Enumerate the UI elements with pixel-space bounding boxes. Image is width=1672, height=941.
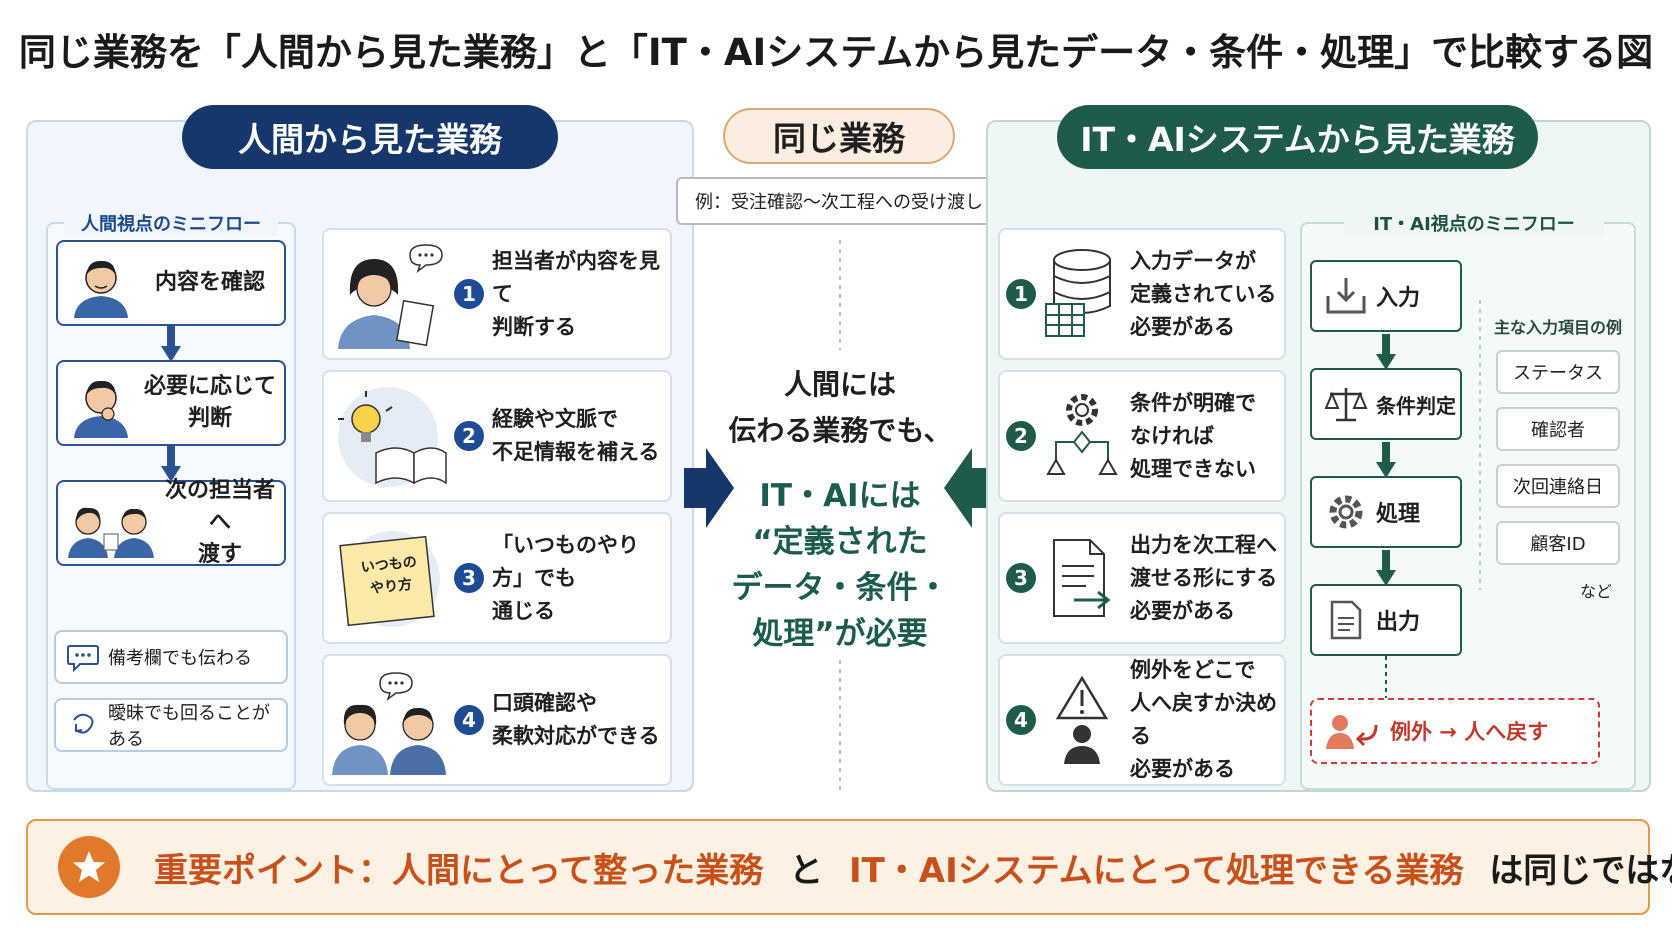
center-dotted-line	[839, 240, 841, 350]
human-view-header: 人間から見た業務	[182, 105, 558, 169]
step-number-badge: 1	[1006, 279, 1036, 309]
key-point-part: と	[789, 850, 824, 891]
input-items-etc: など	[1580, 582, 1613, 601]
right-pointing-arrow-icon	[684, 448, 734, 528]
center-human-text: 人間には 伝わる業務でも、	[728, 368, 952, 447]
key-point-part: IT・AIシステムにとって処理できる業務	[848, 850, 1464, 891]
human-card-4: 4 口頭確認や 柔軟対応ができる	[322, 654, 672, 786]
input-item: 顧客ID	[1496, 521, 1620, 565]
down-arrow-icon	[1376, 550, 1396, 586]
lightbulb-book-icon	[338, 387, 447, 487]
ai-flow-step-label: 入力	[1376, 286, 1421, 311]
human-flow-step-label: 内容を確認	[154, 270, 265, 295]
loop-arrow-icon	[73, 713, 94, 734]
input-items-title: 主な入力項目の例	[1493, 318, 1622, 337]
input-item: 確認者	[1496, 407, 1620, 451]
ai-card-text: 出力を次工程へ 渡せる形にする 必要がある	[1130, 532, 1278, 623]
gear-icon	[1329, 495, 1363, 529]
down-arrow-icon	[161, 326, 181, 362]
ai-mini-flow-title: IT・AI視点のミニフロー	[1344, 210, 1604, 236]
key-point-part: は同じではない	[1489, 850, 1672, 891]
conversation-people-icon	[332, 672, 446, 775]
human-mini-flow-title: 人間視点のミニフロー	[64, 210, 278, 236]
input-item: ステータス	[1496, 350, 1620, 394]
human-card-text: 「いつものやり方」でも 通じる	[492, 532, 639, 623]
note-remarks: 備考欄でも伝わる	[54, 630, 288, 684]
document-output-icon	[1053, 539, 1111, 617]
step-number-badge: 4	[454, 705, 484, 735]
human-card-text: 口頭確認や 柔軟対応ができる	[492, 691, 660, 748]
gear-decision-icon	[1046, 394, 1118, 475]
down-arrow-icon	[1376, 442, 1396, 478]
dashed-connector	[1385, 656, 1387, 698]
ai-flow-step-process: 処理	[1310, 476, 1462, 548]
note-label: 備考欄でも伝わる	[108, 648, 252, 669]
step-number-badge: 3	[1006, 563, 1036, 593]
ai-flow-step-label: 条件判定	[1376, 393, 1456, 418]
example-box: 例：受注確認〜次工程への受け渡し	[676, 177, 1002, 225]
handover-people-icon	[68, 507, 154, 558]
ai-flow-step-output: 出力	[1310, 584, 1462, 656]
human-flow-step-label: 必要に応じて 判断	[143, 374, 276, 431]
step-number-badge: 2	[1006, 421, 1036, 451]
human-card-3: いつもの やり方 3 「いつものやり方」でも 通じる	[322, 512, 672, 644]
document-icon	[1330, 600, 1362, 640]
human-card-text: 経験や文脈で 不足情報を補える	[492, 407, 660, 464]
thinking-person-icon	[74, 380, 128, 438]
step-number-badge: 2	[454, 421, 484, 451]
center-ai-text: IT・AIには “定義された データ・条件・ 処理”が必要	[731, 478, 949, 652]
human-flow-step-handover: 次の担当者へ 渡す	[56, 478, 286, 567]
key-point-text: 重要ポイント：人間にとって整った業務 と IT・AIシステムにとって処理できる業…	[154, 843, 1672, 892]
ai-view-header: IT・AIシステムから見た業務	[1057, 105, 1538, 169]
note-label: 曖昧でも回ることがある	[108, 703, 270, 750]
same-task-pill: 同じ業務	[723, 108, 955, 164]
ai-card-4: 4 例外をどこで 人へ戻すか決める 必要がある	[998, 654, 1286, 786]
warning-person-icon	[1055, 675, 1109, 764]
exception-return-box: 例外 → 人へ戻す	[1310, 698, 1600, 764]
ai-flow-step-label: 処理	[1376, 502, 1421, 527]
page-title: 同じ業務を「人間から見た業務」と「IT・AIシステムから見たデータ・条件・処理」…	[18, 31, 1654, 74]
ai-card-1: 1 入力データが 定義されている 必要がある	[998, 228, 1286, 360]
center-dotted-line	[839, 660, 841, 790]
down-arrow-icon	[1376, 334, 1396, 370]
human-card-text: 担当者が内容を見て 判断する	[492, 248, 660, 339]
database-table-icon	[1045, 249, 1111, 337]
ai-card-3: 3 出力を次工程へ 渡せる形にする 必要がある	[998, 512, 1286, 644]
left-pointing-arrow-icon	[944, 448, 994, 528]
note-ambiguous: 曖昧でも回ることがある	[54, 698, 288, 752]
divider-line	[1479, 300, 1481, 590]
key-point-part: 重要ポイント：人間にとって整った業務	[154, 850, 764, 891]
inbox-download-icon	[1326, 278, 1366, 314]
ai-card-text: 条件が明確で なければ 処理できない	[1130, 390, 1256, 481]
input-item: 次回連絡日	[1496, 464, 1620, 508]
ai-card-text: 入力データが 定義されている 必要がある	[1130, 248, 1277, 339]
human-flow-step-judge: 必要に応じて 判断	[56, 360, 286, 446]
exception-label: 例外 → 人へ戻す	[1390, 720, 1549, 744]
person-icon	[74, 260, 128, 318]
ai-card-2: 2 条件が明確で なければ 処理できない	[998, 370, 1286, 502]
ai-card-text: 例外をどこで 人へ戻すか決める 必要がある	[1130, 658, 1277, 781]
step-number-badge: 3	[454, 563, 484, 593]
speech-bubble-icon	[67, 645, 99, 673]
ai-flow-step-label: 出力	[1376, 610, 1421, 635]
step-number-badge: 1	[454, 279, 484, 309]
sticky-note-icon	[339, 531, 440, 627]
step-number-badge: 4	[1006, 705, 1036, 735]
sticky-note-label: いつもの やり方	[360, 554, 418, 598]
ai-flow-step-condition: 条件判定	[1310, 368, 1462, 440]
human-card-1: 1 担当者が内容を見て 判断する	[322, 228, 672, 360]
person-reading-icon	[338, 244, 443, 349]
human-flow-step-label: 次の担当者へ 渡す	[164, 478, 275, 567]
human-flow-step-check: 内容を確認	[56, 240, 286, 326]
human-card-2: 2 経験や文脈で 不足情報を補える	[322, 370, 672, 502]
balance-scale-icon	[1324, 388, 1368, 422]
ai-flow-step-input: 入力	[1310, 260, 1462, 332]
down-arrow-icon	[161, 446, 181, 482]
key-point-bar: 重要ポイント：人間にとって整った業務 と IT・AIシステムにとって処理できる業…	[26, 819, 1672, 915]
star-icon	[58, 836, 120, 898]
person-return-icon	[1326, 715, 1378, 749]
